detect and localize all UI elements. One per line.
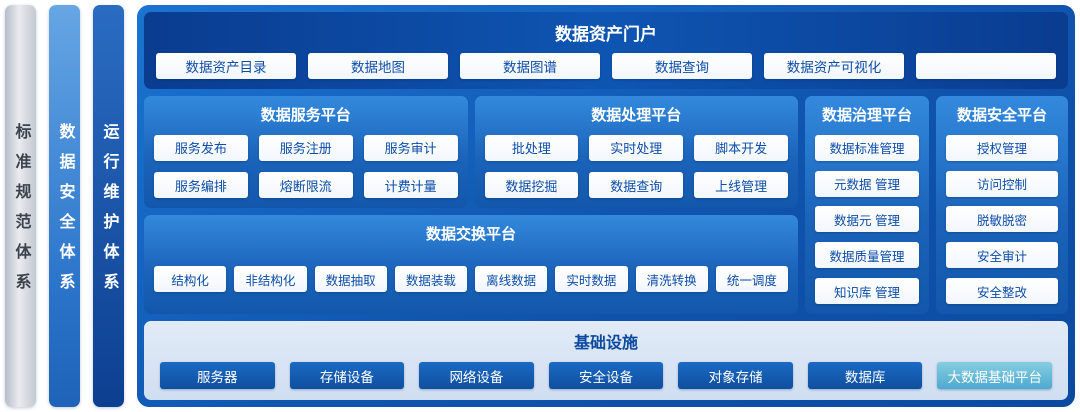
- processing-platform-items: 批处理 实时处理 脚本开发 数据挖掘 数据查询 上线管理: [484, 133, 788, 200]
- exchange-item-data-loading: 数据装载: [394, 266, 467, 292]
- portal-item-data-graph: 数据图谱: [460, 53, 600, 79]
- pillar-label-standards: 标准规范体系: [12, 123, 30, 303]
- governance-platform-title: 数据治理平台: [821, 107, 912, 124]
- panel-data-governance-platform: 数据治理平台 数据标准管理 元数据 管理 数据元 管理 数据质量管理 知识库 管…: [805, 96, 929, 314]
- panel-data-asset-portal: 数据资产门户 数据资产目录 数据地图 数据图谱 数据查询 数据资产可视化: [144, 12, 1068, 89]
- pillar-label-security: 数据安全体系: [56, 123, 74, 303]
- middle-zone: 数据服务平台 服务发布 服务注册 服务审计 服务编排 熔断限流 计费计量 数据处…: [144, 96, 1068, 314]
- service-item-publish: 服务发布: [154, 134, 248, 161]
- exchange-item-unified-scheduling: 统一调度: [715, 266, 788, 292]
- service-item-billing: 计费计量: [363, 172, 458, 199]
- infra-item-database: 数据库: [807, 362, 923, 389]
- processing-item-realtime: 实时处理: [589, 134, 684, 161]
- pillar-standard-specification-system: 标准规范体系: [5, 5, 36, 407]
- service-item-circuit-breaker: 熔断限流: [258, 172, 353, 199]
- pillar-operation-maintenance-system: 运行维护体系: [93, 5, 124, 407]
- processing-item-data-query: 数据查询: [589, 172, 684, 199]
- portal-items-row: 数据资产目录 数据地图 数据图谱 数据查询 数据资产可视化: [156, 53, 1056, 79]
- exchange-item-structured: 结构化: [154, 266, 227, 292]
- security-platform-items: 授权管理 访问控制 脱敏脱密 安全审计 安全整改: [946, 133, 1058, 306]
- middle-left-column: 数据服务平台 服务发布 服务注册 服务审计 服务编排 熔断限流 计费计量 数据处…: [144, 96, 798, 314]
- panel-data-exchange-platform: 数据交换平台 结构化 非结构化 数据抽取 数据装载 离线数据 实时数据 清洗转换…: [144, 215, 798, 314]
- governance-item-data-element-mgmt: 数据元 管理: [815, 206, 919, 233]
- portal-item-data-map: 数据地图: [308, 53, 448, 79]
- security-item-security-audit: 安全审计: [946, 242, 1058, 269]
- governance-item-data-quality-mgmt: 数据质量管理: [815, 242, 919, 269]
- pillar-data-security-system: 数据安全体系: [49, 5, 80, 407]
- panel-data-processing-platform: 数据处理平台 批处理 实时处理 脚本开发 数据挖掘 数据查询 上线管理: [474, 96, 798, 209]
- portal-item-data-asset-visualization: 数据资产可视化: [764, 53, 904, 79]
- service-platform-items: 服务发布 服务注册 服务审计 服务编排 熔断限流 计费计量: [154, 133, 458, 200]
- processing-platform-title: 数据处理平台: [591, 107, 682, 124]
- security-item-access-control: 访问控制: [946, 170, 1058, 197]
- panel-data-service-platform: 数据服务平台 服务发布 服务注册 服务审计 服务编排 熔断限流 计费计量: [144, 96, 468, 209]
- infra-item-server: 服务器: [160, 362, 275, 389]
- infra-item-storage-device: 存储设备: [289, 362, 405, 389]
- service-item-register: 服务注册: [258, 134, 353, 161]
- governance-item-metadata-mgmt: 元数据 管理: [815, 170, 919, 197]
- infra-item-network-device: 网络设备: [419, 362, 534, 389]
- exchange-item-unstructured: 非结构化: [234, 266, 307, 292]
- exchange-platform-items: 结构化 非结构化 数据抽取 数据装载 离线数据 实时数据 清洗转换 统一调度: [154, 252, 788, 306]
- processing-item-launch-management: 上线管理: [694, 172, 788, 199]
- exchange-item-offline-data: 离线数据: [475, 266, 548, 292]
- infrastructure-title: 基础设施: [573, 335, 638, 352]
- service-item-orchestration: 服务编排: [154, 172, 248, 199]
- infrastructure-items: 服务器 存储设备 网络设备 安全设备 对象存储 数据库 大数据基础平台: [160, 362, 1053, 389]
- governance-item-knowledge-base-mgmt: 知识库 管理: [815, 278, 919, 305]
- portal-title: 数据资产门户: [555, 25, 657, 44]
- panel-data-security-platform: 数据安全平台 授权管理 访问控制 脱敏脱密 安全审计 安全整改: [936, 96, 1068, 314]
- processing-item-batch: 批处理: [484, 134, 579, 161]
- portal-item-data-query: 数据查询: [612, 53, 752, 79]
- service-item-audit: 服务审计: [363, 134, 458, 161]
- security-item-security-rectification: 安全整改: [946, 278, 1058, 305]
- exchange-item-realtime-data: 实时数据: [555, 266, 628, 292]
- exchange-item-data-extraction: 数据抽取: [314, 266, 387, 292]
- service-platform-title: 数据服务平台: [260, 107, 351, 124]
- infra-item-bigdata-base-platform: 大数据基础平台: [937, 362, 1053, 389]
- infra-item-object-storage: 对象存储: [678, 362, 793, 389]
- main-architecture-container: 数据资产门户 数据资产目录 数据地图 数据图谱 数据查询 数据资产可视化 数据服…: [137, 5, 1075, 407]
- governance-item-data-standard-mgmt: 数据标准管理: [815, 134, 919, 161]
- pillar-label-operations: 运行维护体系: [100, 123, 118, 303]
- service-processing-row: 数据服务平台 服务发布 服务注册 服务审计 服务编排 熔断限流 计费计量 数据处…: [144, 96, 798, 209]
- governance-platform-items: 数据标准管理 元数据 管理 数据元 管理 数据质量管理 知识库 管理: [815, 133, 919, 306]
- security-item-desensitization: 脱敏脱密: [946, 206, 1058, 233]
- panel-infrastructure: 基础设施 服务器 存储设备 网络设备 安全设备 对象存储 数据库 大数据基础平台: [144, 321, 1068, 400]
- portal-item-data-asset-catalog: 数据资产目录: [156, 53, 296, 79]
- security-item-authorization-mgmt: 授权管理: [946, 134, 1058, 161]
- exchange-platform-title: 数据交换平台: [425, 226, 516, 244]
- processing-item-script-dev: 脚本开发: [694, 134, 788, 161]
- portal-item-empty: [916, 53, 1056, 79]
- security-platform-title: 数据安全平台: [956, 107, 1047, 124]
- exchange-item-cleansing-transform: 清洗转换: [635, 266, 708, 292]
- infra-item-security-device: 安全设备: [548, 362, 664, 389]
- processing-item-data-mining: 数据挖掘: [484, 172, 579, 199]
